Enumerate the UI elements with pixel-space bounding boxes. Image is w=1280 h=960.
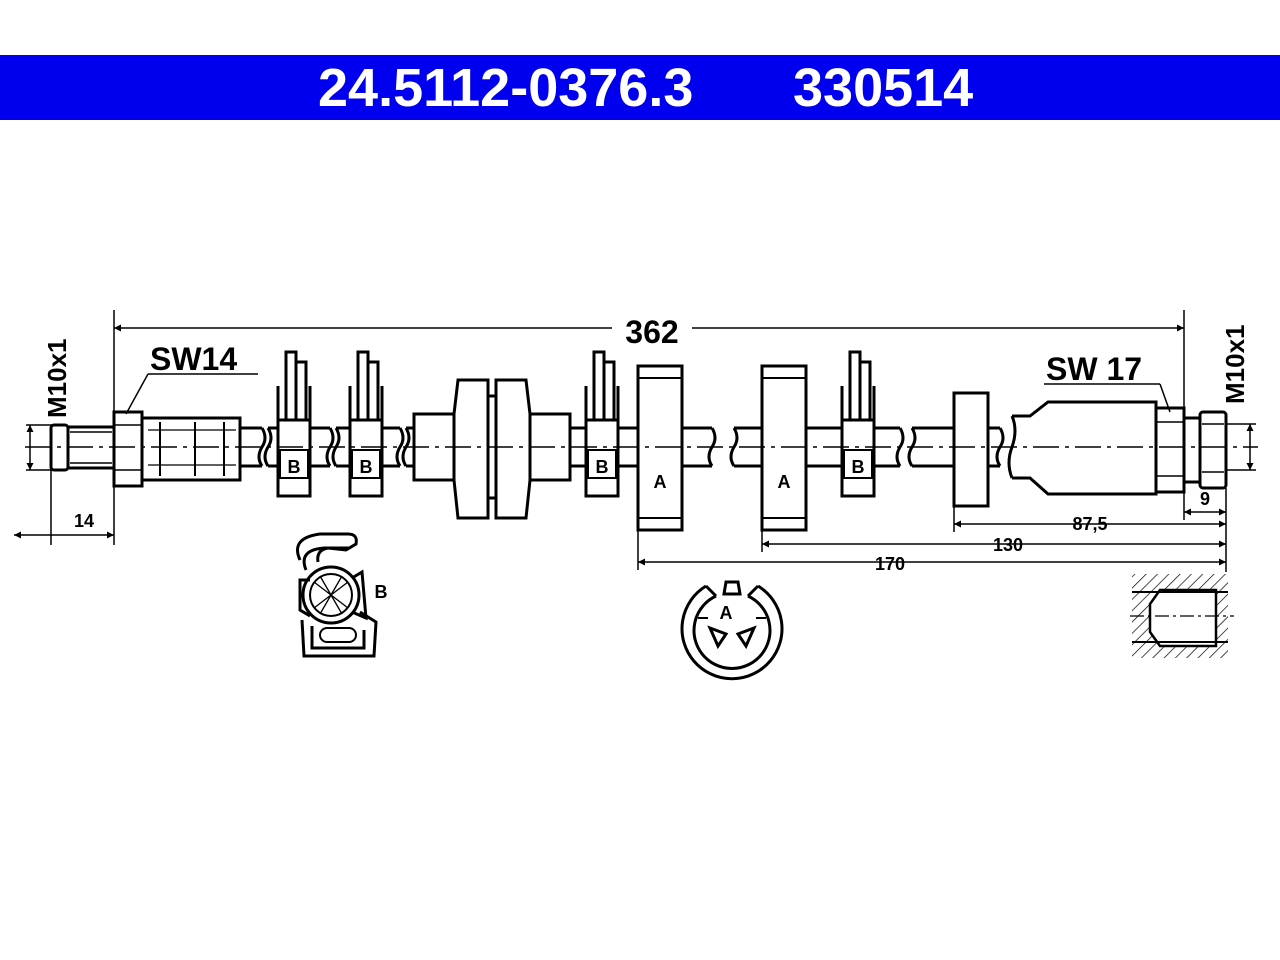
article-code: 330514 — [793, 58, 974, 118]
dim-9-label: 9 — [1200, 489, 1210, 509]
clip-b-1 — [276, 350, 312, 498]
left-hex — [112, 410, 144, 488]
dim-170-label: 170 — [875, 554, 905, 574]
right-nut — [1198, 410, 1228, 490]
thread-left-label: M10x1 — [42, 339, 72, 419]
clip-a-detail-label: A — [720, 603, 733, 623]
bracket-a-1-label: A — [654, 472, 667, 492]
wrench-left-label: SW14 — [150, 341, 237, 377]
dim-14-label: 14 — [74, 511, 94, 531]
bracket-a-2-label: A — [778, 472, 791, 492]
title-bar: 24.5112-0376.3 330514 — [0, 55, 1280, 120]
right-collar — [1182, 416, 1202, 484]
clip-b-4-label: B — [852, 457, 865, 477]
clip-b-2 — [348, 350, 384, 498]
right-crimp — [1012, 400, 1158, 496]
clip-a-detail — [680, 580, 784, 681]
clip-b-3-label: B — [596, 457, 609, 477]
clip-b-3 — [584, 350, 620, 498]
dim-87-5-label: 87,5 — [1072, 514, 1107, 534]
ring — [952, 391, 990, 508]
thread-right-label: M10x1 — [1220, 325, 1250, 405]
part-number: 24.5112-0376.3 — [318, 58, 694, 118]
clip-b-1-label: B — [288, 457, 301, 477]
bracket-a-1 — [636, 364, 684, 532]
clip-b-detail-label: B — [375, 582, 388, 602]
wrench-right-label: SW 17 — [1046, 351, 1142, 387]
port-section — [1130, 574, 1234, 658]
clip-b-4 — [840, 350, 876, 498]
right-hex — [1154, 406, 1186, 494]
clip-b-detail — [296, 532, 378, 658]
bracket-a-2 — [760, 364, 808, 532]
dim-130-label: 130 — [993, 535, 1023, 555]
total-length-label: 362 — [625, 314, 678, 350]
left-crimp — [140, 416, 242, 482]
clip-b-2-label: B — [360, 457, 373, 477]
grommet — [412, 378, 572, 520]
